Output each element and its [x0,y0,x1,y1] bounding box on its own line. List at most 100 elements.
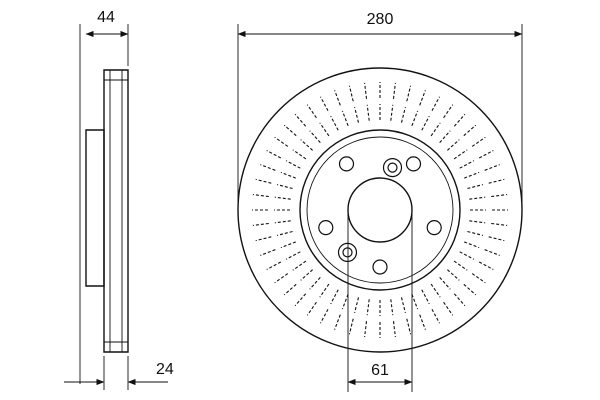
cooling-vane [294,293,307,307]
cooling-vane [366,104,370,121]
cooling-vane [300,269,313,281]
cooling-vane [341,110,349,126]
locating-hole-inner [342,247,353,258]
cooling-vane [319,122,330,137]
cooling-vane [463,283,477,296]
cooling-vane [431,308,440,324]
cooling-vane [491,194,508,198]
cooling-vane [453,293,466,307]
cooling-vane [280,171,296,179]
cooling-vane [491,222,508,226]
bolt-hole [372,259,388,275]
cooling-vane [447,139,460,151]
cooling-vane [488,178,505,184]
bolt-hole [338,156,355,172]
cooling-vane [285,160,301,169]
cooling-vane [453,260,468,271]
cooling-vane [390,299,394,316]
cooling-vane [390,104,394,121]
locating-hole [337,242,358,262]
cooling-vane [443,104,454,119]
cooling-vane [430,122,441,137]
cooling-vane [354,106,360,123]
diameter-dimension: 280 [237,11,523,206]
cooling-vane [464,171,480,179]
cooling-vane [431,96,440,112]
cooling-vane [488,236,505,242]
bolt-hole [426,220,442,236]
cooling-vane [453,149,468,160]
cooling-vane [459,160,475,169]
cooling-vane [274,136,289,147]
cooling-vane [467,184,484,190]
center-bore [347,177,413,243]
cooling-vane [274,273,289,284]
cooling-vane [421,289,430,305]
cooling-vane [400,297,406,314]
cooling-vane [459,251,475,260]
cooling-vane [280,241,296,249]
cooling-vane [364,82,368,99]
cooling-vane [471,273,486,284]
cooling-vane [300,139,313,151]
cooling-vane [364,321,368,338]
cooling-vane [260,164,276,171]
cooling-vane [443,301,454,316]
bolt-hole [318,220,334,236]
cooling-vane [285,251,301,260]
cooling-vane [411,110,419,126]
cooling-vane [330,115,339,131]
cooling-vane [453,113,466,127]
cooling-vane [260,249,276,256]
cooling-vane [306,104,317,119]
cooling-vane [292,149,307,160]
locating-hole-inner [387,162,398,173]
cooling-vane [354,297,360,314]
cooling-vane [252,222,269,226]
cooling-vane [348,85,354,102]
thickness-dimension-label: 24 [156,361,174,378]
cooling-vane [320,308,329,324]
cooling-vane [334,90,341,106]
cooling-vane [447,269,460,281]
cooling-vane [478,261,494,270]
cooling-vane [392,321,396,338]
thickness-dimension: 24 [64,356,174,390]
cooling-vane [274,196,291,200]
locating-hole [382,158,403,178]
cooling-vane [421,115,430,131]
cooling-vane [463,124,477,137]
cooling-vane [471,136,486,147]
cooling-vane [255,178,272,184]
cooling-vane [419,314,426,330]
cooling-vane [430,283,441,298]
cooling-vane [469,196,486,200]
cooling-vane [419,90,426,106]
cooling-vane [334,314,341,330]
cooling-vane [464,241,480,249]
cooling-vane [306,301,317,316]
cooling-vane [255,236,272,242]
cooling-vane [283,124,297,137]
side-view-friction-ring [103,69,129,353]
cooling-vane [348,318,354,335]
cooling-vane [467,230,484,236]
cooling-vane [478,150,494,159]
hat-outer-edge [306,136,454,284]
cooling-vane [366,299,370,316]
center-bore-dimension-label: 61 [371,362,389,379]
cooling-vane [484,164,500,171]
disc-outer-edge [237,67,523,353]
cooling-vane [276,230,293,236]
center-bore-dimension: 61 [347,210,413,392]
cooling-vane [392,82,396,99]
cooling-vane [411,294,419,310]
cooling-vane [400,106,406,123]
cooling-vanes [252,82,508,338]
cooling-vane [320,96,329,112]
bolt-holes [318,156,442,275]
cooling-vane [330,289,339,305]
cooling-vane [252,194,269,198]
width-dimension: 44 [85,9,129,66]
cooling-vane [294,113,307,127]
